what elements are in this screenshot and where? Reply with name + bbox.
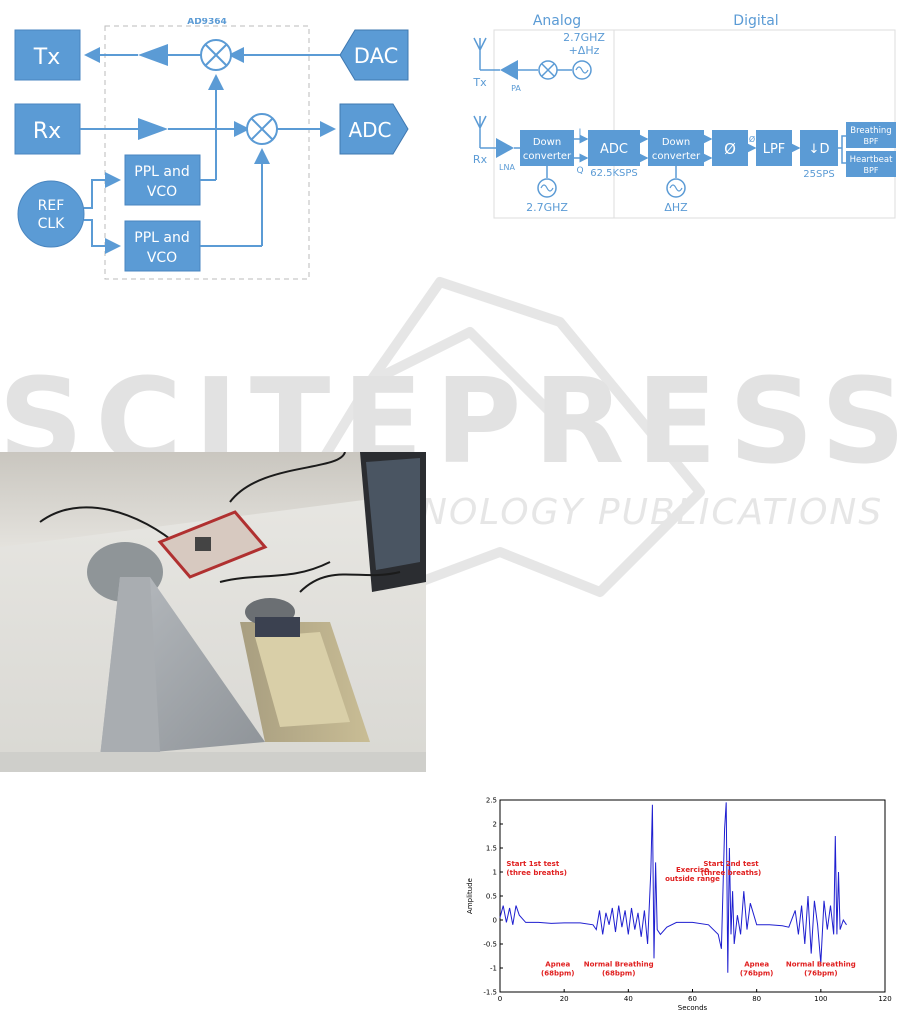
pll-vco-1-line1: PPL and [134, 164, 189, 180]
tx-block [14, 29, 81, 81]
lpf-block [756, 130, 792, 166]
rx-antenna-icon [473, 115, 487, 148]
delta-lo-label: ΔHZ [664, 201, 688, 214]
hardware-photo-illustration [0, 452, 426, 772]
i-channel-label: I [579, 128, 582, 138]
tx-amplifier-icon [138, 44, 168, 66]
pll-vco-2-line2: VCO [147, 250, 177, 266]
signal-chain-diagram: Analog Digital Tx PA 2.7GHZ +ΔHz Rx LNA … [472, 13, 896, 219]
x-tick-label-2: 40 [624, 995, 633, 1003]
y-tick-label-6: 1.5 [486, 845, 497, 853]
tx-block-label: Tx [33, 45, 60, 70]
y-axis-label: Amplitude [466, 878, 474, 914]
breathing-bpf-line1: Breathing [850, 126, 891, 136]
annotation-4-line-2: (three breaths) [701, 869, 762, 877]
y-tick-label-5: 1 [493, 869, 497, 877]
annotation-3-line-2: outside range [665, 875, 720, 883]
rx-block [14, 103, 81, 155]
adc-block-label: ADC [348, 118, 391, 142]
y-tick-label-7: 2 [493, 821, 497, 829]
y-tick-label-0: -1.5 [483, 989, 497, 997]
dac-block-label: DAC [354, 44, 398, 68]
heartbeat-bpf-line1: Heartbeat [850, 155, 893, 165]
adc-block [339, 103, 409, 155]
x-tick-label-6: 120 [878, 995, 891, 1003]
pll-vco-2-line1: PPL and [134, 230, 189, 246]
tx-lo-line2: +ΔHz [569, 44, 600, 57]
breathing-bpf-line2: BPF [864, 137, 879, 146]
adc-rate-label: 62.5KSPS [590, 168, 638, 179]
down-converter-1-block [520, 130, 574, 166]
analog-section-label: Analog [533, 13, 581, 29]
annotation-5-line-1: Apnea [744, 961, 769, 969]
tx-lo-line1: 2.7GHZ [563, 31, 605, 44]
digital-section-label: Digital [733, 13, 778, 29]
annotation-2-line-1: Normal Breathing [584, 961, 654, 969]
x-tick-label-1: 20 [560, 995, 569, 1003]
decimation-block [800, 130, 838, 166]
sdr-board-icon [157, 510, 268, 579]
y-tick-label-8: 2.5 [486, 797, 497, 805]
watermark-book-icon [225, 277, 705, 617]
breathing-bpf-block [846, 122, 896, 148]
annotation-1-line-2: (68bpm) [541, 970, 574, 978]
phase-block [712, 130, 748, 166]
annotation-5-line-2: (76bpm) [740, 970, 773, 978]
down-converter-1-line2: converter [523, 151, 572, 162]
annotation-0-line-1: Start 1st test [506, 860, 559, 868]
pa-icon [500, 60, 518, 80]
ref-clk-block [17, 180, 85, 248]
phase-small-label: Ø [749, 134, 755, 144]
y-tick-label-3: 0 [493, 917, 497, 925]
hardware-setup-photo [0, 452, 426, 772]
breathing-amplitude-chart: 0 20 40 60 80 100 120 -1.5 -1 -0.5 0 0.5 1 1.5 2 2.5 St… [460, 790, 905, 1014]
dac-block [339, 29, 409, 81]
x-tick-label-5: 100 [814, 995, 827, 1003]
heartbeat-bpf-line2: BPF [864, 166, 879, 175]
y-tick-label-2: -0.5 [483, 941, 497, 949]
rx-amplifier-icon [138, 118, 168, 140]
down-converter-2-line2: converter [652, 151, 701, 162]
adc-label: ADC [600, 142, 628, 157]
rx-label: Rx [473, 153, 488, 166]
lna-label: LNA [499, 163, 515, 172]
ad9364-block-diagram: AD9364 Tx Rx DAC ADC PPL and VCO PPL and… [14, 18, 409, 280]
down-converter-1-line1: Down [533, 137, 561, 148]
ad9364-chip-label: AD9364 [187, 18, 227, 27]
phase-label: Ø [724, 140, 736, 158]
x-tick-label-3: 60 [688, 995, 697, 1003]
annotation-0-line-2: (three breaths) [506, 869, 567, 877]
q-channel-label: Q [576, 166, 583, 176]
ref-clk-line2: CLK [38, 216, 66, 232]
rx-block-label: Rx [33, 119, 61, 144]
x-tick-label-4: 80 [752, 995, 761, 1003]
x-tick-label-0: 0 [498, 995, 502, 1003]
annotation-4-line-1: Start 2nd test [703, 860, 759, 868]
y-tick-label-1: -1 [490, 965, 497, 973]
ad9364-chip-outline [104, 25, 310, 280]
annotation-3-line-1: Exercise [676, 866, 709, 874]
decimation-label: ↓D [809, 142, 830, 157]
adc-block [588, 130, 640, 166]
amplitude-series-line [499, 802, 847, 973]
annotation-2-line-2: (68bpm) [602, 970, 635, 978]
lna-icon [496, 138, 514, 158]
ref-clk-line1: REF [38, 198, 65, 214]
down-converter-2-block [648, 130, 704, 166]
x-axis-label: Seconds [678, 1004, 708, 1012]
pll-vco-1-line2: VCO [147, 184, 177, 200]
y-tick-label-4: 0.5 [486, 893, 497, 901]
annotation-6-line-1: Normal Breathing [786, 961, 856, 969]
lpf-label: LPF [763, 142, 786, 157]
heartbeat-bpf-block [846, 151, 896, 177]
annotation-1-line-1: Apnea [545, 961, 570, 969]
rx-lo-label: 2.7GHZ [526, 201, 568, 214]
annotation-6-line-2: (76bpm) [804, 970, 837, 978]
pa-label: PA [511, 84, 521, 93]
tx-label: Tx [472, 76, 487, 89]
down-converter-2-line1: Down [662, 137, 690, 148]
tx-antenna-icon [473, 37, 487, 70]
decimation-rate-label: 25SPS [803, 169, 834, 180]
